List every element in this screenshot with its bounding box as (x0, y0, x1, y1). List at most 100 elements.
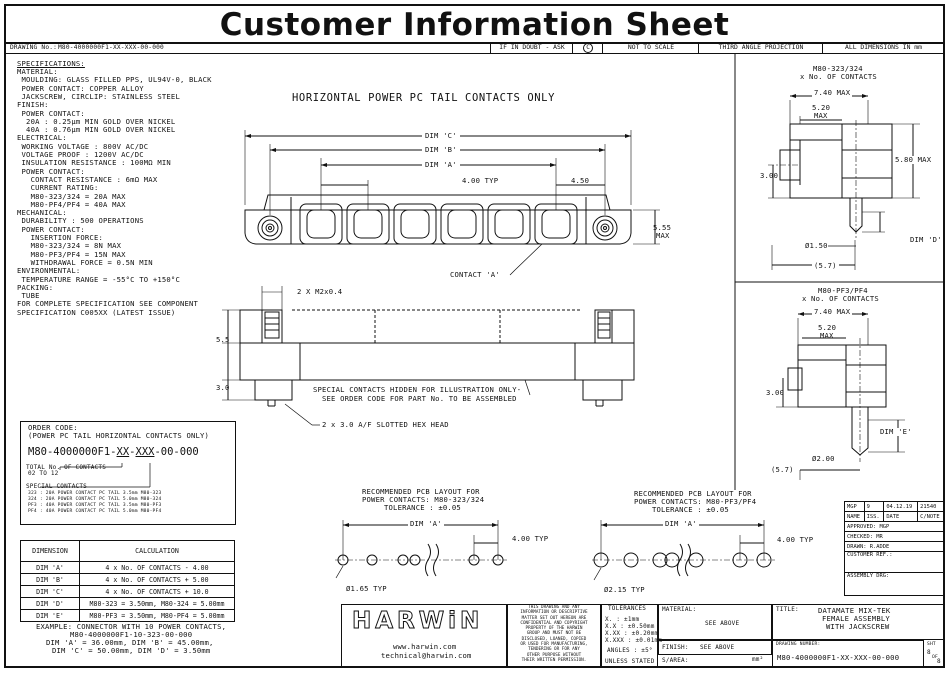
title-line: FEMALE ASSEMBLY (822, 614, 890, 623)
side1-w57: (5.7) (812, 261, 839, 271)
pcb2-dim-a: DIM 'A' (663, 519, 699, 529)
top-view (244, 130, 660, 276)
material-value: SEE ABOVE (705, 620, 740, 627)
revision-header: C/NOTE (917, 511, 945, 522)
side2-dim-e: DIM 'E' (880, 427, 912, 437)
order-code-xx: XX (116, 446, 130, 458)
approved-value: MGP (879, 523, 890, 530)
legal-line: MATTER SET OUT HEREON ARE (521, 615, 587, 621)
email: technical@harwin.com (381, 651, 472, 660)
revision-header: ISS. (863, 511, 885, 522)
front-view (222, 286, 635, 426)
table-row: DIM 'E'M80-PF3 = 3.50mm, M80-PF4 = 5.00m… (20, 609, 235, 622)
spec-line: FINISH: (17, 100, 49, 110)
example-line-1: EXAMPLE: CONNECTOR WITH 10 POWER CONTACT… (36, 622, 227, 631)
title-line: WITH JACKSCREW (826, 622, 890, 631)
side2-h300: 3.00 (766, 388, 785, 397)
special-contact-line: 323 : 20A POWER CONTACT PC TAIL 3.5mm M8… (28, 491, 162, 496)
spec-line: POWER CONTACT: (17, 224, 85, 234)
approved-label: APPROVED: (847, 523, 877, 530)
total-contacts-label: TOTAL No. OF CONTACTS (26, 464, 107, 471)
side1-h580: 5.80 MAX (895, 155, 932, 165)
tolerances-label: TOLERANCES (608, 605, 647, 612)
sheet-of: OF (932, 655, 938, 660)
material-label: MATERIAL: (662, 606, 697, 613)
side1-contacts: x No. OF CONTACTS (800, 72, 877, 81)
table-cell: DIM 'A' (20, 561, 80, 574)
table-cell: 4 x No. OF CONTACTS + 5.00 (79, 573, 235, 586)
drawn-row: DRAWN: R.ADDE (844, 541, 945, 552)
table-cell: DIM 'C' (20, 585, 80, 598)
dimension-table: DIMENSION CALCULATION DIM 'A'4 x No. OF … (20, 540, 235, 622)
dim-30-label: 3.0 (216, 383, 230, 392)
angles: ANGLES : ±5° (607, 647, 653, 654)
spec-line: POWER CONTACT: COPPER ALLOY (17, 83, 144, 93)
spec-line: M80-323/324 = 20A MAX (17, 191, 126, 201)
pitch-typ-label: 4.00 TYP (462, 176, 499, 185)
special-contact-line: PF4 : 40A POWER CONTACT PC TAIL 5.0mm M8… (28, 509, 162, 514)
tolerances-cell (601, 604, 658, 668)
dim-55-label: 5.5 (216, 335, 230, 344)
table-cell: 4 x No. OF CONTACTS - 4.00 (79, 561, 235, 574)
drawing-number-label: DRAWING NUMBER: (776, 642, 821, 647)
spec-line: VOLTAGE PROOF : 1200V AC/DC (17, 150, 144, 159)
order-code-heading: ORDER CODE: (28, 423, 78, 432)
legal-cell (507, 604, 601, 668)
pcb1-dim-a: DIM 'A' (408, 519, 444, 529)
table-row: DIM 'D'M80-323 = 3.50mm, M80-324 = 5.00m… (20, 597, 235, 610)
spec-line: INSULATION RESISTANCE : 100MΩ MIN (17, 158, 171, 168)
spec-line: INSERTION FORCE: (17, 233, 104, 242)
website: www.harwin.com (393, 642, 457, 651)
title-line: DATAMATE MIX-TEK (818, 606, 891, 615)
spec-heading: SPECIFICATIONS: (17, 59, 85, 68)
revision-header: DATE (883, 511, 919, 522)
spec-line: TEMPERATURE RANGE = -55°C TO +150°C (17, 274, 180, 284)
order-code-brackets (40, 463, 151, 488)
tolerance-line: X.X : ±0.50mm (605, 623, 655, 630)
contact-a-label: CONTACT 'A' (450, 270, 500, 279)
tolerance-line: X.XXX : ±0.01mm (605, 637, 663, 644)
title-label: TITLE: (776, 606, 799, 613)
revision-header: NAME (844, 511, 865, 522)
pcb2-typ: 4.00 TYP (777, 535, 814, 544)
legal-line: GROUP AND MUST NOT BE (526, 631, 582, 637)
spec-line: SPECIFICATION C005XX (LATEST ISSUE) (17, 307, 176, 317)
calculation-header: CALCULATION (79, 540, 235, 562)
order-code-number: M80-4000000F1-XX-XXX-00-000 (28, 446, 199, 458)
spec-line: CONTACT RESISTANCE : 6mΩ MAX (17, 174, 158, 184)
m2-thread-label: 2 X M2x0.4 (297, 287, 343, 296)
pcb-layout-2 (592, 520, 775, 581)
spec-line: FOR COMPLETE SPECIFICATION SEE COMPONENT (17, 299, 199, 309)
material-cell (658, 604, 772, 640)
order-code-dash: - (129, 446, 136, 458)
finish-value: SEE ABOVE (700, 644, 735, 651)
revision-cell: 9 (863, 501, 885, 512)
table-cell: DIM 'D' (20, 597, 80, 610)
order-code-xxx: XXX (135, 446, 155, 458)
hex-head-label: 2 x 3.0 A/F SLOTTED HEX HEAD (322, 420, 449, 429)
example-line-2: M80-4000000F1-10-323-00-000 (70, 630, 193, 639)
legal-line: OR USED FOR MANUFACTURING, (520, 642, 588, 648)
pcb2-tolerance: TOLERANCE : ±0.05 (652, 505, 729, 514)
legal-line: TENDERING OR FOR ANY (528, 647, 580, 653)
spec-line: M80-PF3/PF4 = 15N MAX (17, 249, 126, 259)
legal-line: PROPERTY OF THE HARWIN (525, 626, 583, 632)
order-code-subheading: (POWER PC TAIL HORIZONTAL CONTACTS ONLY) (28, 431, 210, 440)
dimension-table-wrap: DIMENSION CALCULATION DIM 'A'4 x No. OF … (20, 540, 235, 622)
spec-line: ELECTRICAL: (17, 133, 67, 143)
example-line-4: DIM 'C' = 50.00mm, DIM 'D' = 3.50mm (52, 646, 211, 655)
main-view-heading: HORIZONTAL POWER PC TAIL CONTACTS ONLY (292, 92, 556, 104)
spec-line: WORKING VOLTAGE : 800V AC/DC (17, 141, 149, 151)
unless-stated: UNLESS STATED (605, 658, 655, 665)
legal-line: THIS DRAWING AND ANY (528, 605, 580, 610)
table-row: DIM 'B'4 x No. OF CONTACTS + 5.00 (20, 573, 235, 586)
pcb1-title-2: POWER CONTACTS: M80-323/324 (362, 495, 485, 504)
sarea-unit: mm² (752, 656, 764, 663)
finish-label: FINISH: (662, 644, 689, 651)
checked-label: CHECKED: (847, 533, 873, 540)
drawn-label: DRAWN: (847, 543, 867, 550)
sheet-total: 8 (937, 658, 941, 665)
pcb1-tolerance: TOLERANCE : ±0.05 (384, 503, 461, 512)
customer-ref-row: CUSTOMER REF.: (844, 551, 945, 573)
page-title: Customer Information Sheet (4, 4, 945, 43)
